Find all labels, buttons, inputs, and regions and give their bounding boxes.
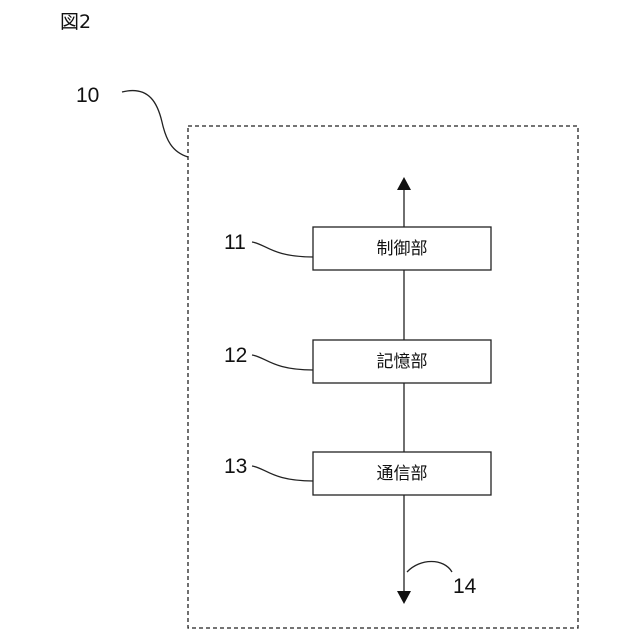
block-13-ref-label: 13: [224, 455, 247, 478]
block-13-label: 通信部: [377, 464, 428, 484]
arrow-down-icon: [397, 591, 411, 604]
block-11-ref-label: 11: [224, 231, 246, 254]
block-12-ref-label: 12: [224, 344, 247, 367]
block-12-label: 記憶部: [377, 352, 428, 372]
block-11-leader-line: [252, 242, 313, 257]
block-12-leader-line: [252, 355, 313, 370]
block-13-leader-line: [252, 466, 313, 481]
bus-leader-line: [407, 562, 452, 573]
block-11-label: 制御部: [377, 239, 428, 259]
arrow-up-icon: [397, 177, 411, 190]
device-leader-line: [122, 91, 188, 157]
device-ref-label: 10: [76, 84, 99, 107]
bus-ref-label: 14: [453, 575, 477, 598]
